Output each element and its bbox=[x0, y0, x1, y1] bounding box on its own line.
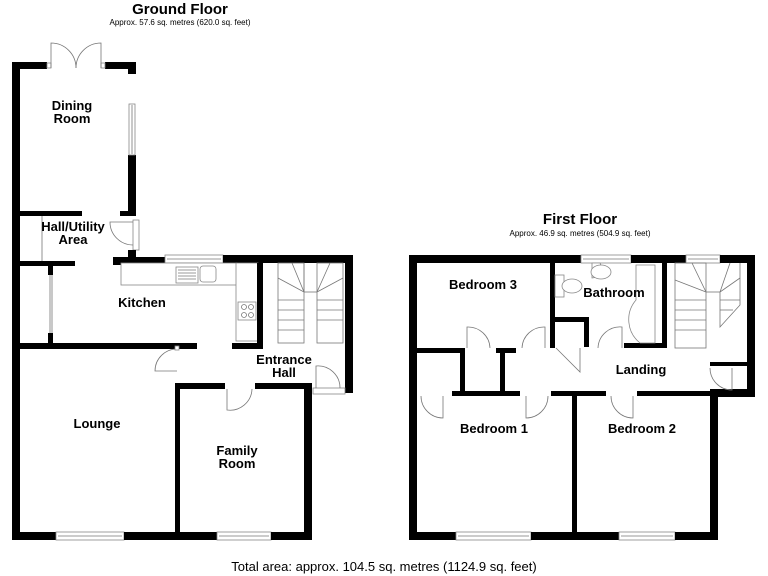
label-entrance-hall-2: Hall bbox=[272, 365, 296, 380]
label-bathroom: Bathroom bbox=[583, 285, 644, 300]
label-hall-utility-2: Area bbox=[59, 232, 89, 247]
label-family-room: Family bbox=[216, 443, 258, 458]
staircase-ground bbox=[277, 262, 344, 344]
label-kitchen: Kitchen bbox=[118, 295, 166, 310]
total-area: Total area: approx. 104.5 sq. metres (11… bbox=[231, 559, 537, 574]
label-bedroom-2: Bedroom 2 bbox=[608, 421, 676, 436]
first-floor-plan bbox=[409, 254, 755, 541]
label-dining-room: Dining bbox=[52, 98, 92, 113]
label-landing: Landing bbox=[616, 362, 667, 377]
staircase-first bbox=[674, 262, 741, 349]
first-floor-title: First Floor bbox=[542, 211, 618, 228]
label-dining-room-2: Room bbox=[54, 111, 91, 126]
first-floor-area: Approx. 46.9 sq. metres (504.9 sq. feet) bbox=[509, 229, 651, 238]
label-bedroom-3: Bedroom 3 bbox=[449, 277, 517, 292]
label-entrance-hall: Entrance bbox=[256, 352, 312, 367]
label-lounge: Lounge bbox=[74, 416, 121, 431]
ground-floor-title: Ground Floor bbox=[132, 1, 228, 18]
ground-floor-area: Approx. 57.6 sq. metres (620.0 sq. feet) bbox=[109, 18, 251, 27]
label-family-room-2: Room bbox=[219, 456, 256, 471]
label-hall-utility: Hall/Utility bbox=[41, 219, 105, 234]
ground-floor-plan bbox=[12, 42, 353, 541]
label-bedroom-1: Bedroom 1 bbox=[460, 421, 528, 436]
